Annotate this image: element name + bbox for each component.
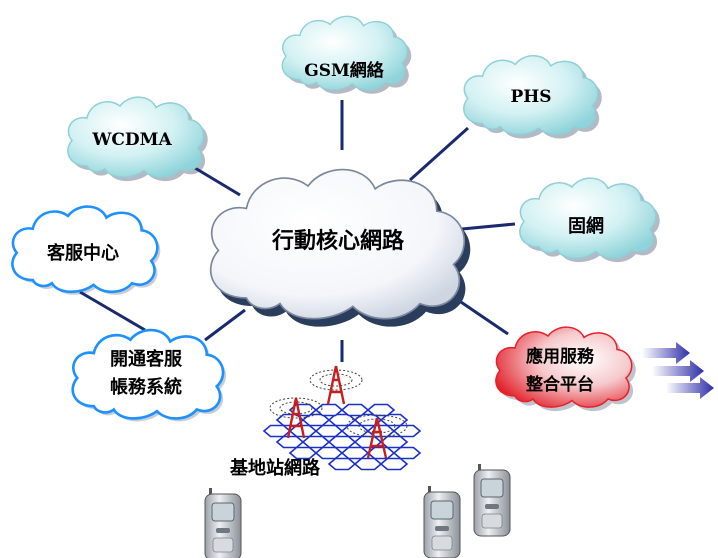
- customer-service-cloud: 客服中心: [11, 205, 161, 295]
- base-station-towers: [269, 365, 408, 459]
- app-platform-cloud: 應用服務 整合平台: [494, 326, 636, 412]
- phs-cloud: PHS: [462, 54, 602, 139]
- app-platform-label-line1: 應用服務: [526, 346, 595, 367]
- hex-cell: [379, 435, 409, 449]
- tower-icon: [346, 414, 408, 459]
- base-station-hex-grid: [262, 403, 422, 471]
- arrow-icon: [666, 377, 714, 399]
- core-network-cloud: 行動核心網路: [208, 167, 471, 327]
- phone-icon: [473, 464, 511, 537]
- gsm-cloud: GSM網絡: [281, 15, 412, 94]
- hex-cell: [288, 446, 318, 460]
- hex-cell: [366, 403, 396, 417]
- wcdma-label: WCDMA: [91, 130, 172, 150]
- hex-cell: [392, 446, 422, 460]
- phs-label: PHS: [510, 87, 551, 107]
- arrow-icon: [652, 360, 704, 382]
- app-platform-label-line2: 整合平台: [526, 374, 594, 395]
- connector-app-platform: [454, 296, 509, 336]
- core-network-label: 行動核心網路: [271, 228, 405, 254]
- tower-icon: [269, 397, 323, 439]
- hex-cell: [366, 446, 396, 460]
- hex-cell: [340, 403, 370, 417]
- mobile-phones: [204, 464, 511, 558]
- gsm-label: GSM網絡: [304, 60, 385, 81]
- hex-cell: [327, 457, 357, 471]
- base-station-label: 基地站網路: [229, 457, 321, 479]
- hex-cell: [262, 424, 292, 438]
- customer-service-label: 客服中心: [47, 242, 119, 264]
- hex-cell: [379, 457, 409, 471]
- connector-customer-billing: [79, 290, 146, 332]
- billing-label-line1: 開通客服: [110, 348, 183, 370]
- hex-cell: [314, 403, 344, 417]
- connector-phs: [408, 126, 470, 182]
- phone-icon: [204, 488, 242, 558]
- connector-fixed: [461, 222, 516, 231]
- hex-cell: [314, 424, 344, 438]
- wcdma-cloud: WCDMA: [66, 96, 208, 182]
- hex-cell: [301, 435, 331, 449]
- connector-billing-core: [204, 308, 246, 342]
- fixed-network-label: 固網: [568, 215, 604, 237]
- hex-cell: [340, 446, 370, 460]
- phone-icon: [423, 486, 461, 558]
- hex-cell: [353, 457, 383, 471]
- tower-icon: [309, 365, 363, 405]
- connector-wcdma: [194, 166, 241, 197]
- connector-lines: [79, 100, 516, 362]
- billing-label-line2: 帳務系統: [110, 376, 182, 398]
- hex-cell: [275, 435, 305, 449]
- incoming-arrows: [642, 342, 714, 399]
- hex-cell: [314, 446, 344, 460]
- hex-cell: [327, 435, 357, 449]
- arrow-icon: [642, 342, 690, 364]
- fixed-network-cloud: 固網: [518, 177, 660, 263]
- billing-cloud: 開通客服 帳務系統: [71, 328, 227, 422]
